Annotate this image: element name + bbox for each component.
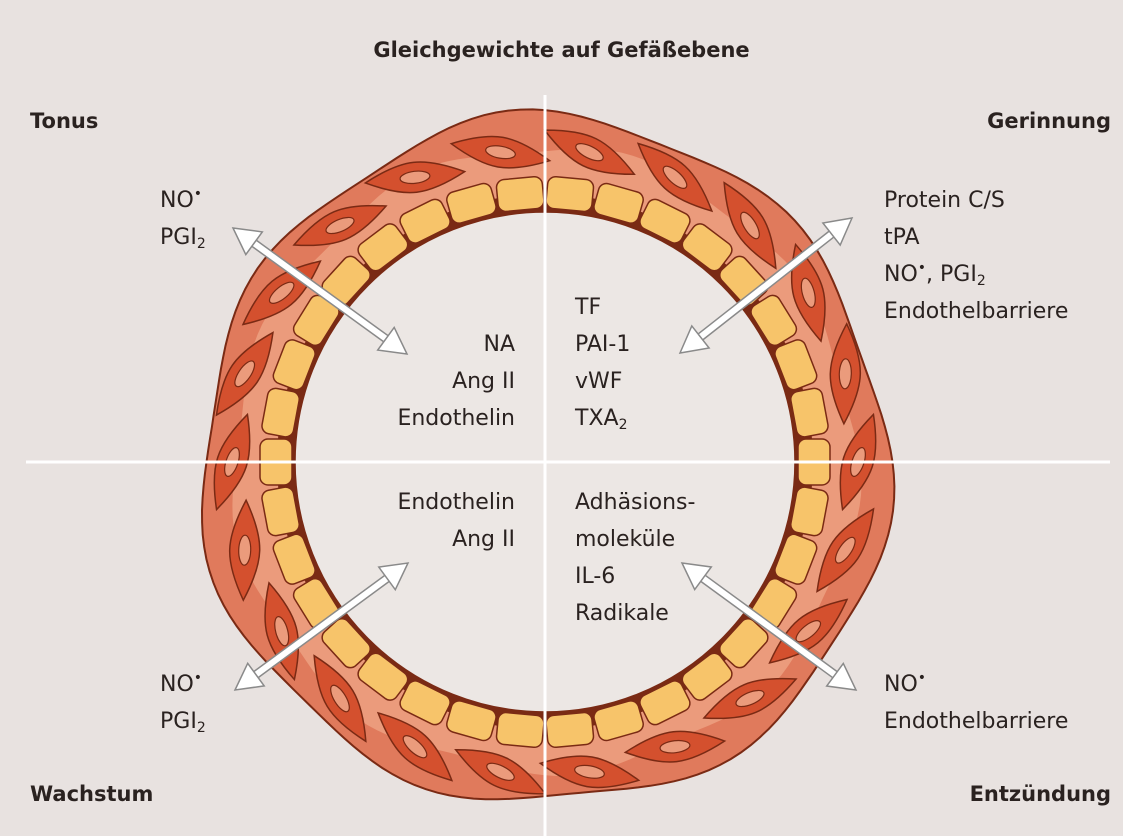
label-line: Endothelbarriere [884, 703, 1068, 740]
label-line: NO•, PGI2 [884, 256, 1068, 293]
endothelial-cell [545, 712, 594, 748]
label-line: NO• [884, 666, 1068, 703]
label-line: Endothelin [397, 484, 515, 521]
cell-nucleus [839, 359, 852, 389]
heading-wachstum: Wachstum [30, 776, 153, 813]
label-line: Endothelin [397, 400, 515, 437]
label-line: Ang II [397, 363, 515, 400]
label-line: NO• [160, 182, 206, 219]
label-line: Ang II [397, 521, 515, 558]
label-line: tPA [884, 219, 1068, 256]
label-line: vWF [575, 363, 630, 400]
cell-nucleus [238, 535, 251, 565]
entzuendung-outer-list: NO•Endothelbarriere [884, 666, 1068, 740]
heading-tonus: Tonus [30, 103, 98, 140]
gerinnung-inner-list: TFPAI-1vWFTXA2 [575, 289, 630, 437]
label-line: TF [575, 289, 630, 326]
heading-entzuendung: Entzündung [970, 776, 1111, 813]
wachstum-outer-list: NO•PGI2 [160, 666, 206, 740]
label-line: NO• [160, 666, 206, 703]
label-line: NA [397, 326, 515, 363]
label-line: PGI2 [160, 703, 206, 740]
tonus-outer-list: NO•PGI2 [160, 182, 206, 256]
label-line: Endothelbarriere [884, 293, 1068, 330]
endothelial-cell [496, 712, 545, 748]
heading-gerinnung: Gerinnung [987, 103, 1111, 140]
label-line: Adhäsions- [575, 484, 695, 521]
endothelial-cell [545, 176, 594, 212]
label-line: IL-6 [575, 558, 695, 595]
label-line: PGI2 [160, 219, 206, 256]
label-line: TXA2 [575, 400, 630, 437]
diagram-title: Gleichgewichte auf Gefäßebene [0, 32, 1123, 69]
label-line: Protein C/S [884, 182, 1068, 219]
label-line: PAI-1 [575, 326, 630, 363]
label-line: moleküle [575, 521, 695, 558]
label-line: Radikale [575, 595, 695, 632]
endothelial-cell [496, 176, 545, 212]
